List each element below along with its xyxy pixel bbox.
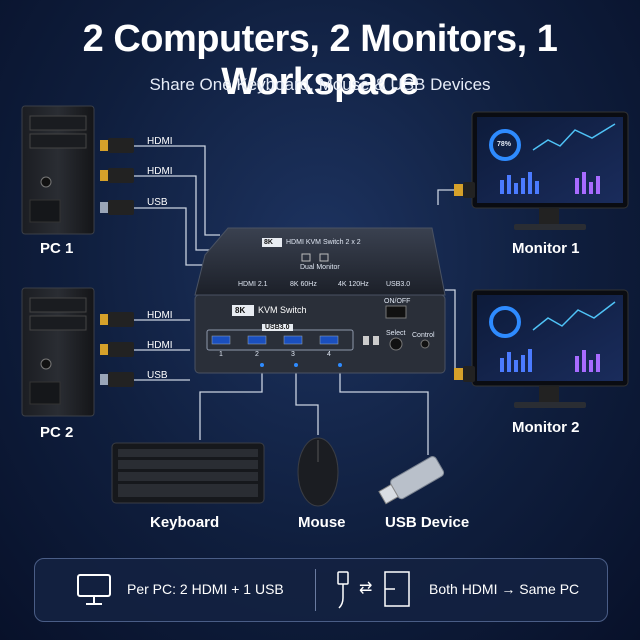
keyboard-label: Keyboard [150,514,220,531]
monitor1-gauge-value: 78% [497,141,512,148]
rear-sub: Dual Monitor [300,264,340,271]
swap-arrows-icon: ⇄ [359,580,373,597]
page-subtitle: Share One Keyboard, Mouse & USB Devices [149,75,491,94]
usb-device-label: USB Device [385,514,470,531]
page-title: 2 Computers, 2 Monitors, 1 Workspace [82,18,558,103]
keyboard [111,442,265,504]
mouse-label: Mouse [298,514,346,531]
screen-icon [384,571,410,607]
pc2-tower [21,287,95,417]
monitor2-label: Monitor 2 [512,419,580,436]
pc1-port-hdmi-1: HDMI [147,136,173,147]
usb-port-number-1[interactable]: 1 [219,351,223,358]
rear-spec-4: USB3.0 [386,281,411,288]
footer-left-text: Per PC: 2 HDMI + 1 USB [127,581,284,597]
pc1-port-hdmi-2: HDMI [147,166,173,177]
footer-divider [315,569,316,611]
pc2-port-hdmi-1: HDMI [147,310,173,321]
control-port-label: Control [412,332,435,339]
kvm-switch-front [194,294,446,374]
pc2-plugs [100,312,134,387]
rear-spec-2: 8K 60Hz [290,281,317,288]
select-button-label[interactable]: Select [386,330,406,337]
usb-port-number-3[interactable]: 3 [291,351,295,358]
usb-port-number-2[interactable]: 2 [255,351,259,358]
usb3-label: USB3.0 [262,324,293,331]
pc1-label: PC 1 [40,240,74,257]
rear-badge: 8K [264,239,273,246]
monitor1 [454,111,629,230]
front-badge: 8K [235,306,246,315]
usb-device [378,456,445,505]
pc1-plugs [100,138,134,215]
rear-spec-3: 4K 120Hz [338,281,369,288]
pc2-port-usb: USB [147,370,168,381]
cable-icon [337,571,349,609]
rear-name: HDMI KVM Switch 2 x 2 [286,239,361,246]
pc1-tower [21,105,95,235]
kvm-switch-rear [194,227,446,296]
monitor-icon [77,574,111,605]
pc1-port-usb: USB [147,197,168,208]
usb-port-number-4[interactable]: 4 [327,351,331,358]
monitor2 [454,289,629,408]
pc2-port-hdmi-2: HDMI [147,340,173,351]
pc2-label: PC 2 [40,424,74,441]
power-switch-label[interactable]: ON/OFF [384,298,411,305]
footer-bar: Per PC: 2 HDMI + 1 USB ⇄ Both HDMI → Sam… [34,558,608,622]
front-name: KVM Switch [258,305,307,315]
keyboard-keys [118,449,258,497]
mouse [297,437,339,507]
footer-right-text: Both HDMI → Same PC [429,581,580,597]
monitor1-label: Monitor 1 [512,240,580,257]
rear-spec-1: HDMI 2.1 [238,281,268,288]
